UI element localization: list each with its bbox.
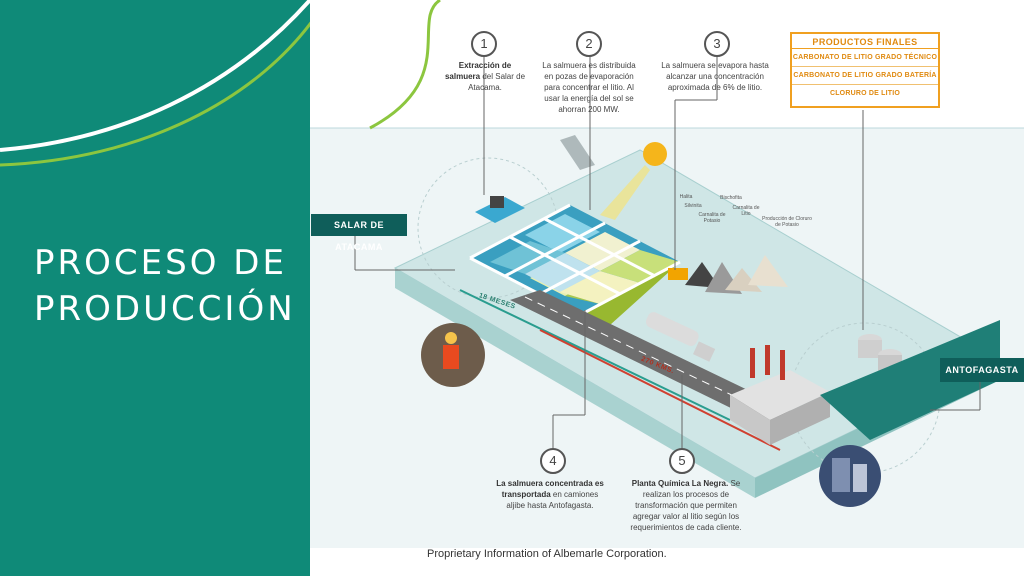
antofagasta-label: ANTOFAGASTA [940,358,1024,382]
step-1-number: 1 [471,31,497,57]
swoosh-decoration [0,0,310,167]
step-2-number: 2 [576,31,602,57]
step-3-desc: La salmuera se evapora hasta alcanzar un… [661,61,769,92]
step-5-number: 5 [669,448,695,474]
product-item: Cloruro de litio [829,90,901,97]
mineral-halita: Halita [679,194,693,200]
step-2-desc: La salmuera es distribuida en pozas de e… [542,61,636,114]
mineral-carnalita-litio: Carnalita de Litio [732,205,760,217]
step-3-text: La salmuera se evapora hasta alcanzar un… [660,60,770,93]
mineral-cloruro-potasio: Producción de Cloruro de Potasio [762,216,812,228]
page-title-line1: PROCESO DE [34,243,287,283]
footer-note: Proprietary Information of Albemarle Cor… [427,548,667,560]
step-4-number: 4 [540,448,566,474]
page-title-line2: PRODUCCIÓN [34,289,296,329]
final-products-heading: PRODUCTOS FINALES [792,34,938,49]
step-1-bold: Extracción de salmuera [444,61,512,81]
process-scene-svg [310,0,1024,548]
mineral-carnalita-potasio: Carnalita de Potasio [698,212,726,224]
step-5-text: Planta Química La Negra. Se realizan los… [628,478,744,533]
mineral-bischofita: Bischofita [720,195,742,201]
step-4-text: La salmuera concentrada es transportada … [492,478,608,511]
salar-label: SALAR DE ATACAMA [311,214,407,252]
step-1-text: Extracción de salmuera del Salar de Atac… [442,60,528,93]
product-item: Carbonato de litio grado batería [792,67,938,85]
step-4-desc: en camiones aljibe hasta Antofagasta. [506,490,599,510]
product-item: Carbonato de litio grado técnico [792,49,938,67]
mineral-silvinita: Silvinita [684,203,702,209]
final-products-box: PRODUCTOS FINALES Carbonato de litio gra… [790,32,940,108]
process-illustration [310,0,1024,576]
step-1-desc: del Salar de Atacama. [468,72,526,92]
title-panel: PROCESO DE PRODUCCIÓN [0,0,310,576]
step-5-bold: Planta Química La Negra. [631,479,729,488]
step-5-desc: Se realizan los procesos de transformaci… [630,479,742,532]
step-2-text: La salmuera es distribuida en pozas de e… [538,60,640,115]
step-3-number: 3 [704,31,730,57]
page-title: PROCESO DE PRODUCCIÓN [34,240,310,332]
step-4-bold: La salmuera concentrada es transportada [496,479,604,499]
